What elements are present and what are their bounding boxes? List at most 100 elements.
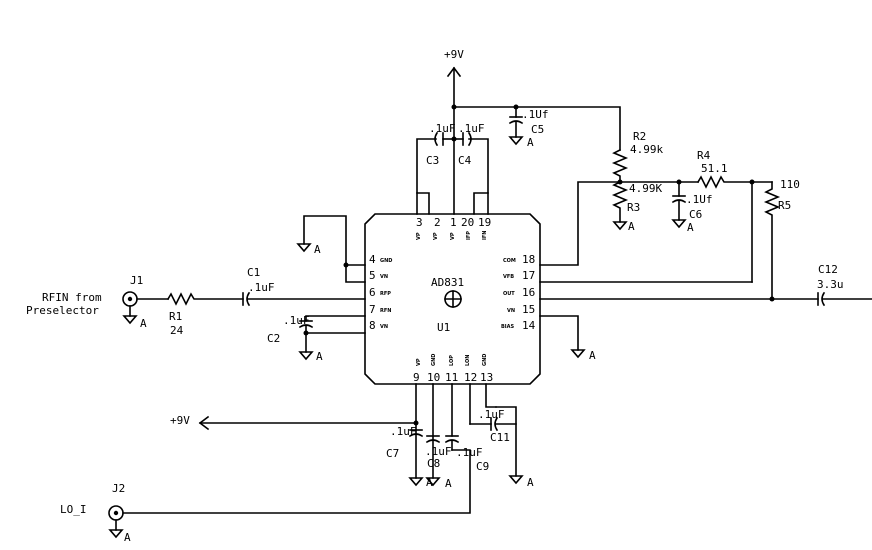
resistor-r4 (696, 175, 753, 189)
pin-1-number: 1 (450, 216, 457, 229)
c3-ref: C3 (426, 154, 439, 167)
r1-value: 24 (170, 324, 184, 337)
pin-15-name: VN (507, 308, 515, 314)
pin-7-number: 7 (369, 303, 376, 316)
pin-3-number: 3 (416, 216, 423, 229)
pin-16-name: OUT (503, 291, 515, 297)
ground-label-pin15: A (589, 349, 596, 362)
c8-value: .1uF (425, 445, 452, 458)
pin-8-number: 8 (369, 319, 376, 332)
c6-ref: C6 (689, 208, 702, 221)
c1-ref: C1 (247, 266, 260, 279)
c1-value: .1uF (248, 281, 275, 294)
c6-value: .1Uf (686, 193, 713, 206)
resistor-r2 (611, 148, 629, 183)
pin-11-number: 11 (445, 371, 458, 384)
c7-ref: C7 (386, 447, 399, 460)
c11-ref: C11 (490, 431, 510, 444)
r3-value: 4.99K (629, 182, 662, 195)
pin-18-name: COM (503, 258, 516, 264)
ground-label-c6: A (687, 221, 694, 234)
ground-label-c11: A (527, 476, 534, 489)
c2-ref: C2 (267, 332, 280, 345)
r4-ref: R4 (697, 149, 711, 162)
ground-symbol-pin15 (570, 349, 586, 359)
c9-value: .1uF (456, 446, 483, 459)
svg-text:IFP: IFP (466, 231, 472, 240)
supply-bottom-9v-label: +9V (170, 414, 190, 427)
resistor-r1 (166, 292, 244, 306)
supply-top-9v-label: +9V (444, 48, 464, 61)
resistor-r5 (763, 181, 781, 300)
r5-ref: R5 (778, 199, 791, 212)
ic-u1-part-label: AD831 (431, 276, 464, 289)
r4-value: 51.1 (701, 162, 728, 175)
top-pin-names: VP VP VP IFP IFN (416, 231, 488, 240)
pin-14-number: 14 (522, 319, 536, 332)
pin-9-number: 9 (413, 371, 420, 384)
c5-value: .1Uf (522, 108, 549, 121)
c12-ref: C12 (818, 263, 838, 276)
pin-13-number: 13 (480, 371, 493, 384)
c4-value: .1uF (458, 122, 485, 135)
pin-4-name: GND (380, 258, 392, 264)
c8-ref: C8 (427, 457, 440, 470)
rfin-label-line1: RFIN from (42, 291, 102, 304)
pin-15-number: 15 (522, 303, 535, 316)
svg-text:VP: VP (433, 232, 439, 240)
ground-label-c7: A (426, 476, 433, 489)
r2-value: 4.99k (630, 143, 663, 156)
c9-ref: C9 (476, 460, 489, 473)
capacitor-c1 (242, 291, 366, 307)
c7-value: .1uF (390, 425, 417, 438)
bottom-pin-names: VP GND LOP LON GND (416, 354, 488, 366)
capacitor-c3 (434, 131, 444, 147)
r1-ref: R1 (169, 310, 182, 323)
capacitor-c11 (490, 416, 517, 432)
pin-17-name: VFB (503, 274, 514, 280)
ground-label-c8: A (445, 477, 452, 490)
pin-18-number: 18 (522, 253, 535, 266)
c4-ref: C4 (458, 154, 472, 167)
svg-text:IFN: IFN (482, 231, 488, 240)
connector-j1 (122, 291, 138, 325)
resistor-r3 (611, 180, 629, 231)
j2-ground-label: A (124, 531, 131, 544)
c11-value: .1uF (478, 408, 505, 421)
pin-14-name: BIAS (501, 324, 515, 330)
supply-top-9v (446, 66, 462, 110)
pin-8-name: VN (380, 324, 388, 330)
pin-5-number: 5 (369, 269, 376, 282)
capacitor-c7 (408, 429, 424, 438)
pin-5-name: VN (380, 274, 388, 280)
pin-12-number: 12 (464, 371, 477, 384)
j1-ref: J1 (130, 274, 143, 287)
pin-16-number: 16 (522, 286, 535, 299)
svg-text:GND: GND (431, 354, 437, 366)
ic-u1-ref-label: U1 (437, 321, 450, 334)
pin-2-number: 2 (434, 216, 441, 229)
ground-label-c2: A (316, 350, 323, 363)
capacitor-c2 (298, 320, 314, 361)
svg-text:GND: GND (482, 354, 488, 366)
ground-symbol-pin4 (296, 243, 312, 253)
c12-value: 3.3u (817, 278, 844, 291)
r2-ref: R2 (633, 130, 646, 143)
pin-6-name: RFP (380, 291, 391, 297)
capacitor-c5 (508, 106, 524, 146)
pin-20-number: 20 (461, 216, 474, 229)
lo-label: LO_I (60, 503, 87, 516)
capacitor-c9 (444, 435, 460, 451)
pin-7-name: RFN (380, 308, 391, 314)
c3-value: .1uF (429, 122, 456, 135)
svg-text:LON: LON (465, 355, 471, 366)
r3-ref: R3 (627, 201, 640, 214)
capacitor-c8 (425, 435, 441, 444)
svg-text:VP: VP (450, 232, 456, 240)
pin-4-number: 4 (369, 253, 376, 266)
svg-text:VP: VP (416, 232, 422, 240)
capacitor-c12 (817, 291, 872, 307)
ic-u1-body (364, 213, 541, 385)
pin-10-number: 10 (427, 371, 440, 384)
